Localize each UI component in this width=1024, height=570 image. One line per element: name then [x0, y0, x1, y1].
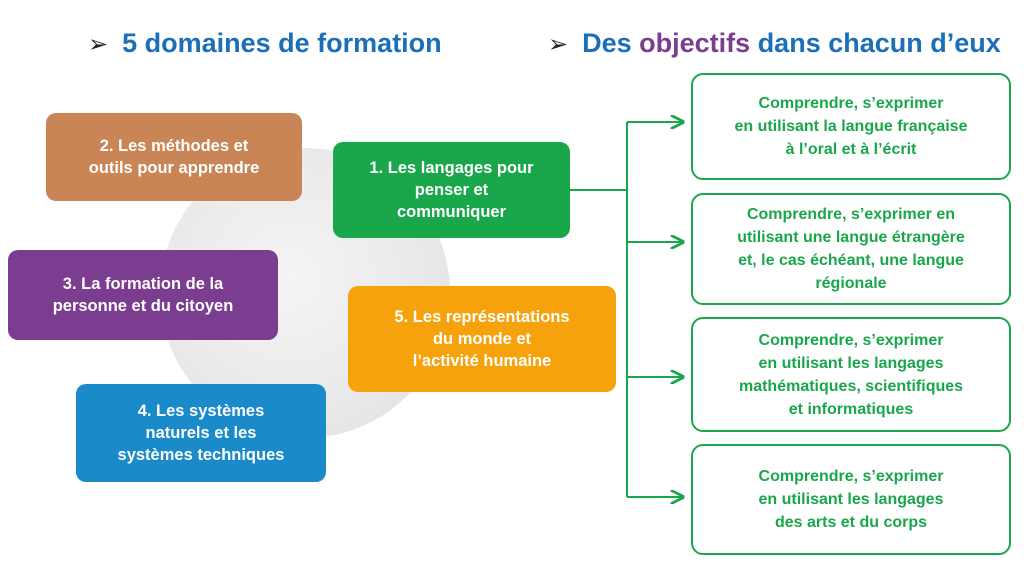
heading-objectives-part1: Des: [582, 28, 640, 58]
domain-4-line: 4. Les systèmes: [137, 402, 265, 420]
heading-domains: ➢ 5 domaines de formation: [88, 28, 442, 59]
objective-4-line: en utilisant les langages: [758, 491, 944, 508]
objective-1-line: en utilisant la langue française: [734, 118, 968, 135]
objective-2-box: Comprendre, s’exprimer en utilisant une …: [691, 193, 1011, 305]
objective-2-line: régionale: [815, 275, 887, 292]
objective-2-line: utilisant une langue étrangère: [737, 229, 965, 246]
objective-3-box: Comprendre, s’exprimer en utilisant les …: [691, 317, 1011, 432]
arrow-bullet-icon: ➢: [88, 31, 109, 58]
domain-5-line: 5. Les représentations: [394, 308, 570, 326]
domain-4-line: naturels et les: [145, 424, 257, 442]
objective-2-line: Comprendre, s’exprimer en: [746, 206, 956, 223]
objective-4-line: Comprendre, s’exprimer: [758, 468, 944, 485]
objective-3-line: mathématiques, scientifiques: [738, 377, 964, 395]
domain-4-line: systèmes techniques: [117, 446, 285, 464]
objective-3-line: et informatiques: [788, 400, 914, 418]
domain-3-line: 3. La formation de la: [62, 275, 224, 293]
objective-3-line: en utilisant les langages: [758, 354, 944, 372]
domain-5-line: du monde et: [432, 330, 532, 348]
heading-objectives: ➢ Des objectifs dans chacun d’eux: [548, 28, 1001, 59]
domain-2-box: 2. Les méthodes et outils pour apprendre: [46, 113, 302, 201]
objective-2-line: et, le cas échéant, une langue: [738, 252, 964, 269]
domain-1-line: communiquer: [396, 203, 507, 221]
heading-objectives-part2: objectifs: [639, 28, 751, 58]
arrow-bullet-icon: ➢: [548, 31, 569, 58]
objective-1-box: Comprendre, s’exprimer en utilisant la l…: [691, 73, 1011, 180]
objective-1-line: à l’oral et à l’écrit: [785, 141, 917, 158]
domain-2-line: outils pour apprendre: [88, 159, 260, 177]
domain-3-box: 3. La formation de la personne et du cit…: [8, 250, 278, 340]
objective-4-box: Comprendre, s’exprimer en utilisant les …: [691, 444, 1011, 555]
heading-objectives-part3: dans chacun d’eux: [750, 28, 1001, 58]
domain-5-line: l’activité humaine: [412, 352, 552, 370]
domain-1-box: 1. Les langages pour penser et communiqu…: [333, 142, 570, 238]
domain-4-box: 4. Les systèmes naturels et les systèmes…: [76, 384, 326, 482]
heading-domains-text: 5 domaines de formation: [122, 28, 442, 58]
domain-1-line: penser et: [414, 181, 489, 199]
domain-5-box: 5. Les représentations du monde et l’act…: [348, 286, 616, 392]
objective-3-line: Comprendre, s’exprimer: [758, 331, 944, 349]
domain-3-line: personne et du citoyen: [52, 297, 234, 315]
objective-1-line: Comprendre, s’exprimer: [758, 95, 944, 112]
domain-2-line: 2. Les méthodes et: [99, 137, 249, 155]
objective-4-line: des arts et du corps: [774, 514, 928, 531]
domain-1-line: 1. Les langages pour: [369, 159, 534, 177]
